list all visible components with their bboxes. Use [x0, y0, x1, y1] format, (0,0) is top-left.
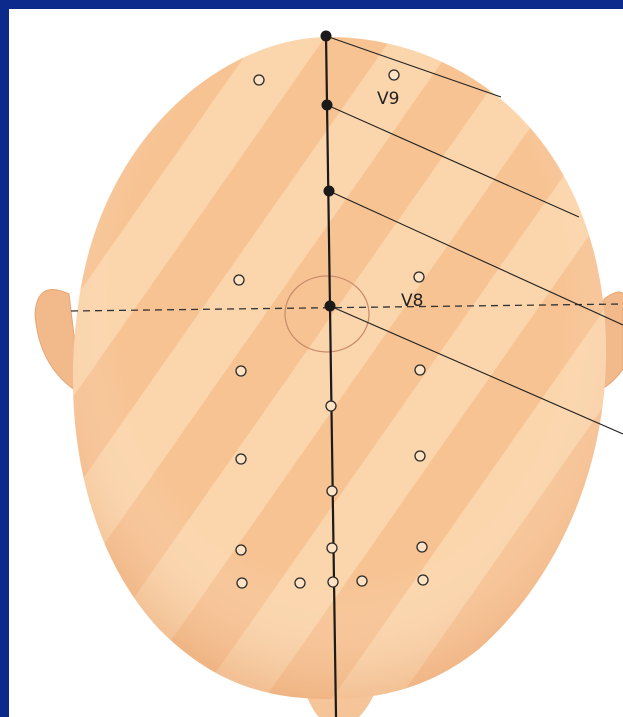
open-point	[254, 75, 264, 85]
open-point	[295, 578, 305, 588]
open-point	[236, 545, 246, 555]
open-point	[326, 401, 336, 411]
open-point	[236, 454, 246, 464]
open-point	[236, 366, 246, 376]
filled-point	[325, 301, 336, 312]
open-point	[415, 451, 425, 461]
label-v9: V9	[377, 89, 399, 109]
open-point	[234, 275, 244, 285]
open-point	[357, 576, 367, 586]
filled-point	[321, 31, 332, 42]
open-point	[418, 575, 428, 585]
filled-point	[322, 100, 333, 111]
open-point	[328, 577, 338, 587]
open-point	[327, 486, 337, 496]
diagram-frame: V9 V8	[9, 9, 623, 717]
open-point	[237, 578, 247, 588]
open-point	[415, 365, 425, 375]
head-shading	[73, 37, 606, 699]
filled-point	[324, 186, 335, 197]
open-point	[414, 272, 424, 282]
head-acupuncture-diagram: V9 V8	[9, 9, 623, 717]
open-point	[327, 543, 337, 553]
label-v8: V8	[401, 291, 423, 311]
open-point	[389, 70, 399, 80]
open-point	[417, 542, 427, 552]
